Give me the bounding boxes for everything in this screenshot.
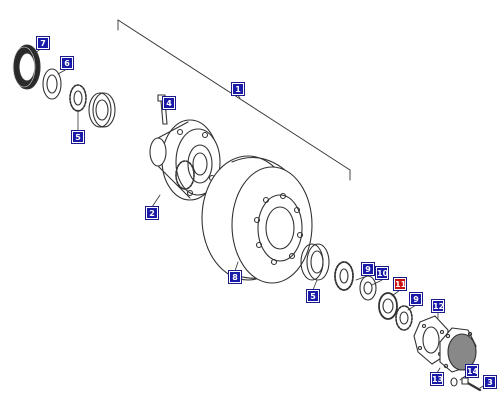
assembly-axis-line <box>117 19 351 171</box>
outer-bearing-cup-part[interactable] <box>300 243 330 281</box>
callout-9[interactable]: 9 <box>361 262 375 276</box>
brake-drum-part[interactable] <box>201 155 313 284</box>
callout-14[interactable]: 14 <box>465 364 479 378</box>
callout-3[interactable]: 3 <box>483 375 497 389</box>
callout-1[interactable]: 1 <box>231 82 245 96</box>
callout-5b[interactable]: 5 <box>306 289 320 303</box>
callout-7[interactable]: 7 <box>36 36 50 50</box>
lock-nut-part[interactable] <box>378 292 398 320</box>
hub-part[interactable] <box>149 119 221 201</box>
callout-12[interactable]: 12 <box>431 299 445 313</box>
callout-9b[interactable]: 9 <box>409 292 423 306</box>
callout-6[interactable]: 6 <box>60 56 74 70</box>
washer-part[interactable] <box>359 275 377 301</box>
callout-4[interactable]: 4 <box>162 96 176 110</box>
ring-part[interactable] <box>42 68 62 100</box>
hub-cap-part[interactable] <box>439 327 477 373</box>
lock-washer-part[interactable] <box>450 377 458 387</box>
oil-seal-part[interactable] <box>12 44 41 90</box>
callout-10[interactable]: 10 <box>375 266 389 280</box>
ring-nut-part[interactable] <box>395 305 413 331</box>
callout-8[interactable]: 8 <box>228 270 242 284</box>
callout-2[interactable]: 2 <box>145 206 159 220</box>
outer-bearing-cone-part[interactable] <box>334 261 354 291</box>
callout-5[interactable]: 5 <box>71 130 85 144</box>
callout-11[interactable]: 11 <box>393 277 407 291</box>
callout-13[interactable]: 13 <box>430 372 444 386</box>
inner-bearing-part[interactable] <box>69 84 116 128</box>
cap-screw-part[interactable] <box>461 377 482 392</box>
